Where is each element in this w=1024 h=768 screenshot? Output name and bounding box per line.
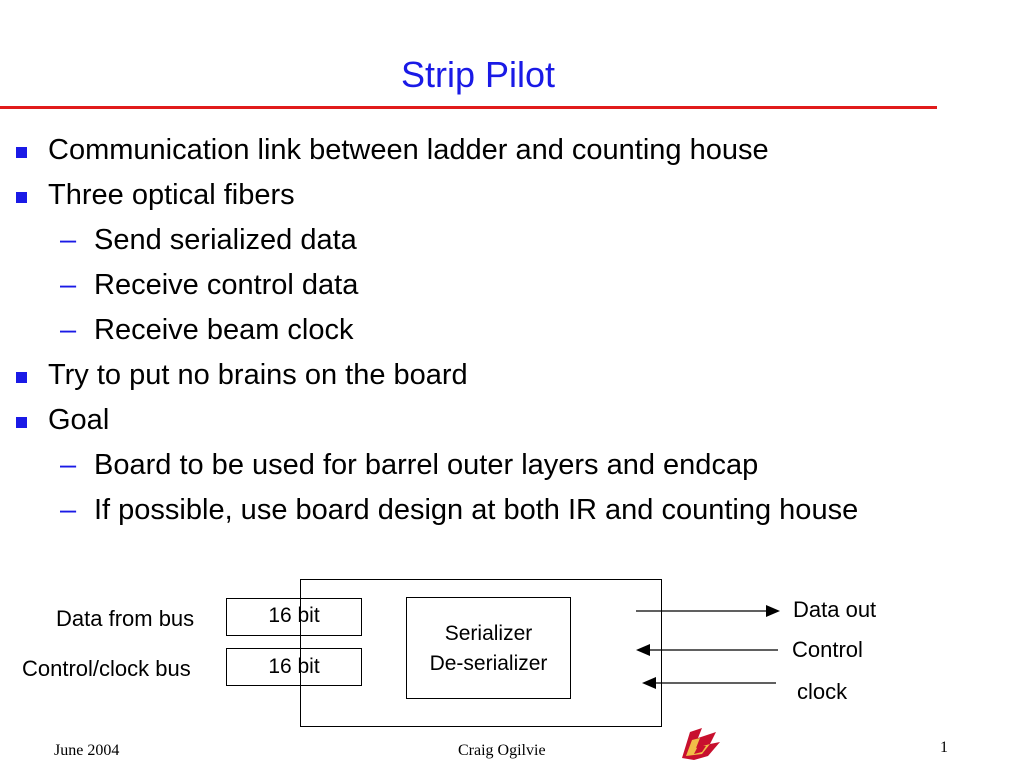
board-box — [300, 579, 662, 727]
footer-date: June 2004 — [54, 742, 120, 759]
sub-bullet-4: Board to be used for barrel outer layers… — [94, 449, 759, 481]
sub-bullet-5: If possible, use board design at both IR… — [94, 494, 859, 526]
clock-label: clock — [797, 679, 848, 704]
bullet-3: Try to put no brains on the board — [48, 359, 468, 391]
bullet-square-icon — [16, 192, 27, 203]
control-clock-bus-label: Control/clock bus — [22, 656, 191, 681]
register-top-box — [226, 598, 362, 636]
control-label: Control — [792, 637, 863, 662]
bullet-2: Three optical fibers — [48, 179, 295, 211]
deserializer-label: De-serializer — [429, 652, 548, 675]
data-out-label: Data out — [793, 597, 877, 622]
bullet-4: Goal — [48, 404, 110, 436]
data-from-bus-label: Data from bus — [56, 606, 195, 631]
register-top-label: 16 bit — [268, 604, 320, 627]
sub-bullet-3: Receive beam clock — [94, 314, 354, 346]
register-bottom-box — [226, 648, 362, 686]
dash-icon: – — [60, 269, 77, 301]
bullet-square-icon — [16, 372, 27, 383]
sub-bullet-2: Receive control data — [94, 269, 359, 301]
dash-icon: – — [60, 314, 77, 346]
data-out-arrow — [636, 605, 780, 617]
footer-author: Craig Ogilvie — [458, 742, 546, 759]
sub-bullet-1: Send serialized data — [94, 224, 357, 256]
page-number: 1 — [940, 739, 948, 756]
dash-icon: – — [60, 224, 77, 256]
title-divider — [0, 106, 937, 109]
bullet-1: Communication link between ladder and co… — [48, 134, 769, 166]
dash-icon: – — [60, 449, 77, 481]
bullet-square-icon — [16, 147, 27, 158]
serializer-label: Serializer — [444, 622, 533, 645]
bullet-square-icon — [16, 417, 27, 428]
serializer-box — [406, 597, 571, 699]
clock-arrow — [642, 677, 776, 689]
cyclone-logo-icon — [682, 728, 720, 760]
control-arrow — [636, 644, 778, 656]
register-bottom-label: 16 bit — [268, 655, 320, 678]
slide-title: Strip Pilot — [400, 54, 556, 95]
dash-icon: – — [60, 494, 77, 526]
